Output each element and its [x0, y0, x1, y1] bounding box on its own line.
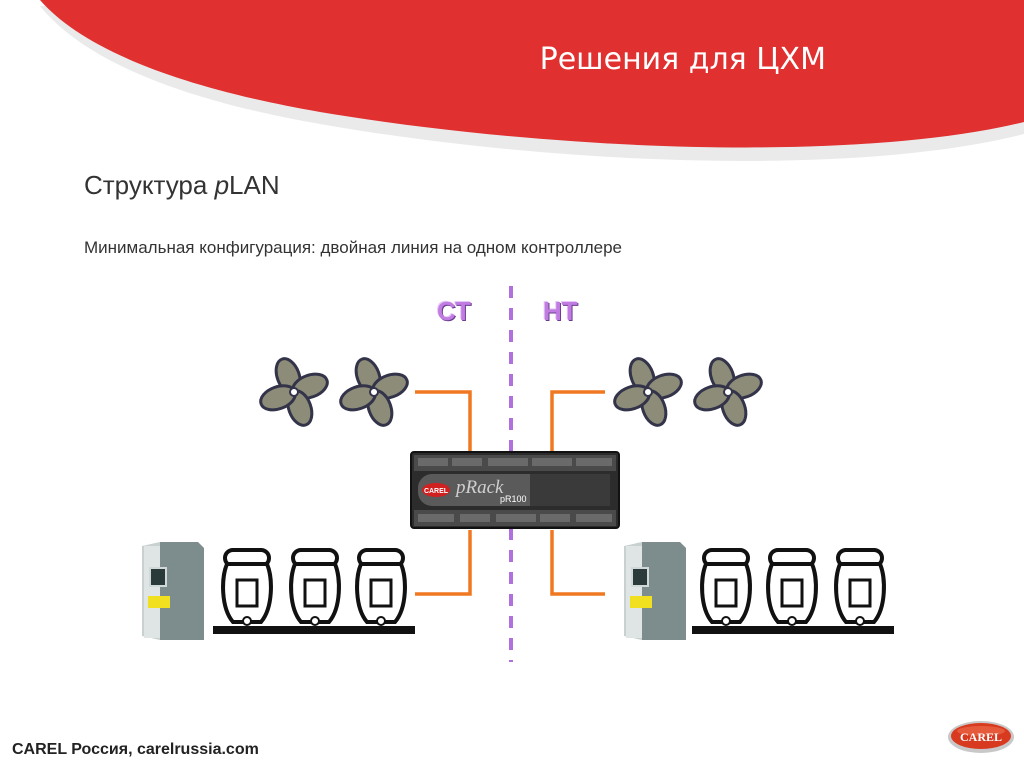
line-label-st: СТ [437, 296, 472, 326]
header-banner [40, 0, 1024, 161]
fan-icon [255, 353, 333, 431]
connector-lines [415, 390, 605, 596]
svg-text:CAREL: CAREL [960, 730, 1002, 744]
inverter-drive-icon [623, 541, 687, 641]
compressor-icon [690, 548, 762, 636]
heading-suffix: LAN [229, 170, 280, 200]
section-heading: Структура pLAN [84, 170, 280, 201]
slide-title: Решения для ЦХМ [539, 42, 826, 77]
inverter-drive-icon [141, 541, 205, 641]
footer-text: CAREL Россия, carelrussia.com [12, 741, 259, 758]
compressor-icon [279, 548, 351, 636]
heading-prefix: Структура [84, 170, 215, 200]
compressor-icon [824, 548, 896, 636]
fan-icon [335, 353, 413, 431]
heading-italic-p: p [214, 170, 230, 200]
prack-controller: CAREL pRack pR100 [410, 451, 620, 529]
line-label-nt: НТ [543, 296, 578, 326]
fan-icon [689, 353, 767, 431]
compressor-icon [345, 548, 417, 636]
compressor-icon [211, 548, 283, 636]
compressor-icon [756, 548, 828, 636]
controller-name: pRack [454, 477, 504, 498]
carel-logo: CAREL [948, 721, 1014, 753]
controller-model: pR100 [500, 494, 527, 504]
controller-brand: CAREL [424, 488, 449, 495]
subtitle: Минимальная конфигурация: двойная линия … [84, 238, 623, 257]
fan-icon [609, 353, 687, 431]
